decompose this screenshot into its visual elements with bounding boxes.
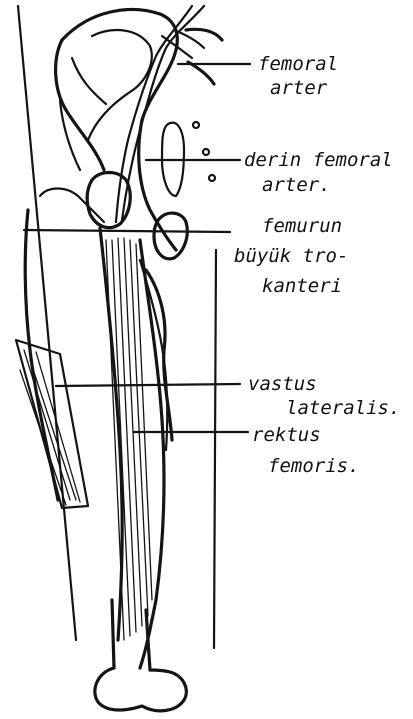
label-rektus-femoris: rektus femoris.	[252, 424, 360, 477]
greater-trochanter	[154, 213, 187, 259]
femur-shaft	[95, 600, 186, 711]
label-femurun-buyuk-trokanteri: femurun büyük tro- kanteri	[234, 215, 360, 297]
vastus-lateralis-muscle	[16, 210, 88, 508]
label-femoral-arter: femoral arter	[258, 53, 350, 99]
lymph-node-group	[193, 122, 215, 181]
label-derin-femoral-arter: derin femoral arter.	[244, 149, 404, 196]
label-vastus-lateralis: vastus lateralis.	[248, 373, 400, 419]
